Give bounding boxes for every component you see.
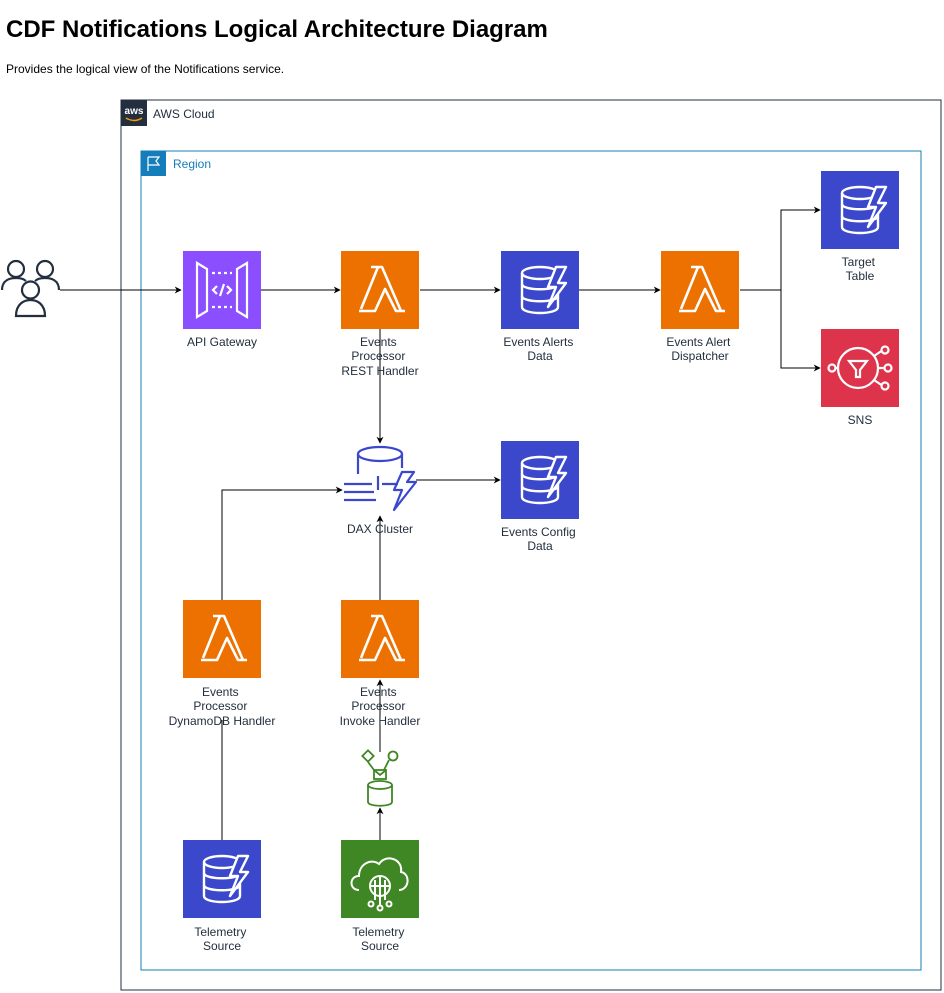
lambda-icon: [341, 251, 419, 329]
alert-dispatcher-node[interactable]: [661, 251, 739, 329]
node-labels: API Gateway Events Processor REST Handle…: [169, 255, 879, 953]
invoke-handler-label: Events Processor Invoke Handler: [340, 685, 421, 728]
rest-handler-label: Events Processor REST Handler: [341, 335, 418, 378]
users-icon: [0, 259, 61, 318]
target-table-label: Target Table: [842, 255, 879, 283]
edge-dispatcher-to-sns: [780, 290, 821, 372]
telemetry-iot-label: Telemetry Source: [352, 925, 407, 953]
iot-rule-node[interactable]: [361, 749, 399, 807]
alert-dispatcher-label: Events Alert Dispatcher: [666, 335, 733, 363]
connectors: [60, 206, 821, 840]
lambda-icon: [341, 600, 419, 678]
sns-icon: [821, 329, 899, 407]
lambda-icon: [661, 251, 739, 329]
lambda-icon: [183, 600, 261, 678]
region-label: Region: [173, 157, 211, 171]
dax-cluster-label: DAX Cluster: [347, 522, 413, 536]
config-data-node[interactable]: [501, 441, 579, 519]
sns-label: SNS: [848, 413, 873, 427]
aws-cloud-label: AWS Cloud: [153, 107, 215, 121]
rest-handler-node[interactable]: [341, 251, 419, 329]
telemetry-ddb-node[interactable]: [183, 840, 261, 918]
iot-rule-icon: [361, 749, 399, 807]
dynamodb-handler-node[interactable]: [183, 600, 261, 678]
region-flag-icon: [141, 151, 166, 176]
target-table-node[interactable]: [821, 171, 899, 249]
page-subtitle: Provides the logical view of the Notific…: [6, 62, 285, 76]
dax-cluster-node[interactable]: [344, 445, 418, 512]
sns-node[interactable]: [821, 329, 899, 407]
alerts-data-node[interactable]: [501, 251, 579, 329]
alerts-data-label: Events Alerts Data: [503, 335, 576, 363]
edge-dispatcher-to-target: [740, 206, 821, 291]
api-gateway-label: API Gateway: [187, 335, 257, 349]
aws-logo-icon: aws: [121, 100, 147, 126]
dax-icon: [344, 445, 418, 512]
invoke-handler-node[interactable]: [341, 600, 419, 678]
page-title: CDF Notifications Logical Architecture D…: [6, 16, 548, 43]
aws-logo-text: aws: [125, 106, 144, 117]
config-data-label: Events Config Data: [501, 525, 579, 553]
dynamodb-handler-label: Events Processor DynamoDB Handler: [169, 685, 276, 728]
api-gateway-node[interactable]: [183, 251, 261, 329]
telemetry-iot-node[interactable]: [341, 840, 419, 918]
aws-cloud-group: aws AWS Cloud: [120, 99, 942, 991]
edge-ddbhandler-to-dax: [221, 486, 343, 600]
region-group: Region: [140, 150, 922, 971]
telemetry-ddb-label: Telemetry Source: [194, 925, 249, 953]
